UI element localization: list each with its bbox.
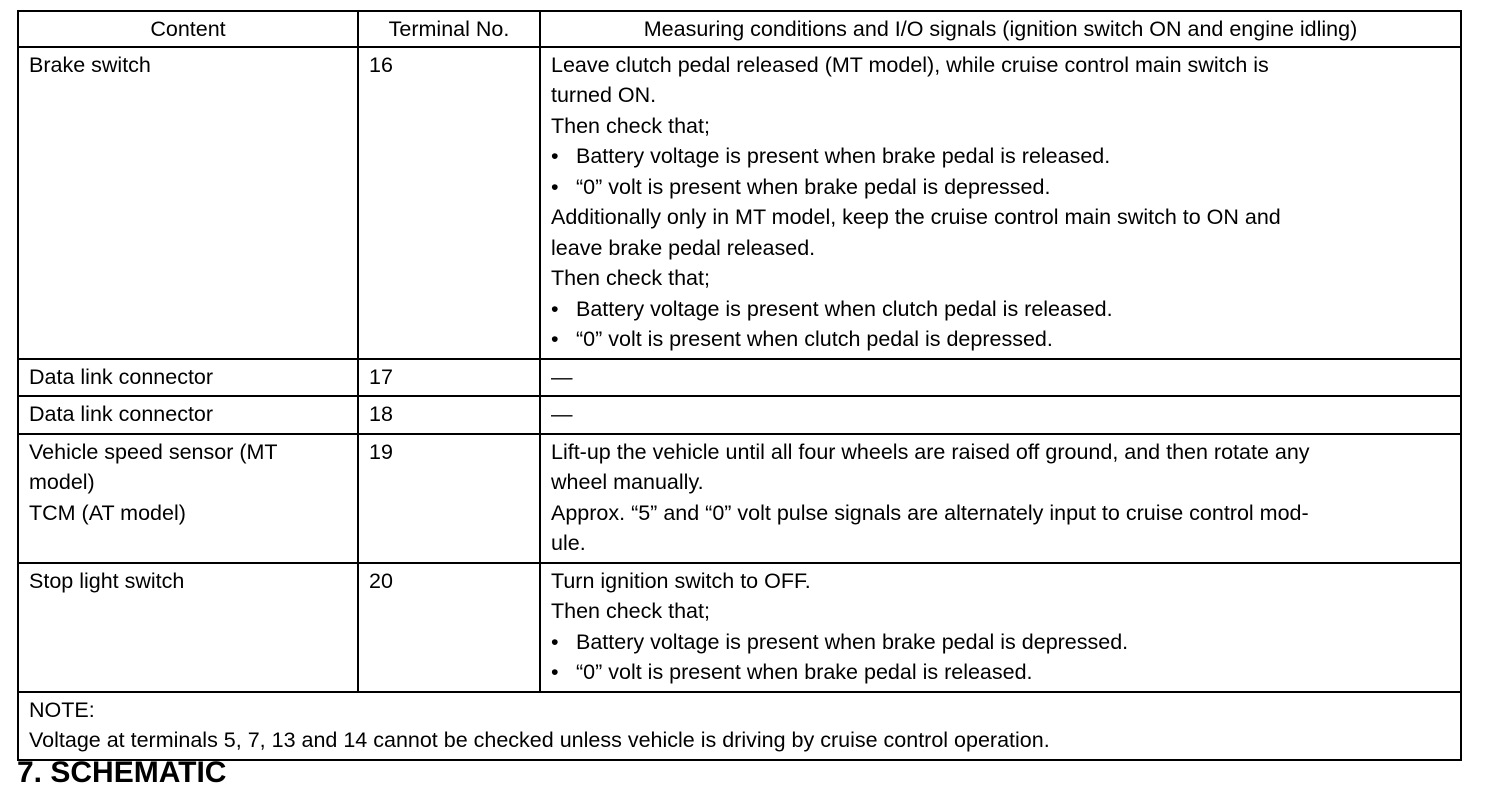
conditions-cell: — bbox=[539, 395, 1462, 435]
condition-text: Turn ignition switch to OFF. bbox=[551, 568, 811, 593]
content-text: Vehicle speed sensor (MT bbox=[29, 439, 278, 464]
terminal-no-cell: 16 bbox=[357, 45, 541, 360]
content-cell: Vehicle speed sensor (MT model) TCM (AT mo… bbox=[17, 432, 359, 564]
content-cell: Brake switch bbox=[17, 45, 359, 360]
conditions-cell: Turn ignition switch to OFF. Then check t… bbox=[539, 561, 1462, 693]
condition-text: Then check that; bbox=[551, 266, 710, 290]
bullet-item: • Battery voltage is present when brake p… bbox=[551, 627, 1450, 658]
bullet-icon: • bbox=[551, 174, 559, 199]
condition-text: Then check that; bbox=[551, 599, 710, 623]
bullet-item: • Battery voltage is present when brake p… bbox=[551, 141, 1450, 172]
bullet-icon: • bbox=[551, 660, 559, 684]
terminal-no-cell: 17 bbox=[357, 357, 541, 397]
bullet-text: Battery voltage is present when brake pe… bbox=[576, 144, 1111, 168]
bullet-item: • Battery voltage is present when clutch … bbox=[551, 294, 1450, 325]
note-row: NOTE: Voltage at terminals 5, 7, 13 and … bbox=[17, 690, 1462, 761]
bullet-text: “0” volt is present when brake pedal is … bbox=[576, 660, 1033, 684]
condition-text: Additionally only in MT model, keep the … bbox=[551, 205, 1281, 229]
bullet-text: Battery voltage is present when clutch p… bbox=[576, 296, 1113, 321]
condition-text: Lift-up the vehicle until all four wheel… bbox=[551, 439, 1310, 464]
condition-text: wheel manually. bbox=[551, 470, 704, 494]
bullet-text: “0” volt is present when brake pedal is … bbox=[576, 174, 1051, 199]
conditions-cell: Lift-up the vehicle until all four wheel… bbox=[539, 432, 1462, 564]
bullet-item: • “0” volt is present when clutch pedal i… bbox=[551, 324, 1450, 355]
content-cell: Stop light switch bbox=[17, 561, 359, 693]
content-text: Stop light switch bbox=[29, 568, 185, 593]
content-text: Data link connector bbox=[29, 402, 214, 426]
condition-text: Leave clutch pedal released (MT model), … bbox=[551, 52, 1269, 77]
condition-text: turned ON. bbox=[551, 83, 657, 107]
condition-text: Approx. “5” and “0” volt pulse signals a… bbox=[551, 500, 1309, 525]
bullet-text: Battery voltage is present when brake pe… bbox=[576, 629, 1129, 654]
header-measuring-conditions: Measuring conditions and I/O signals (ig… bbox=[539, 10, 1462, 48]
content-text: model) bbox=[29, 470, 95, 494]
terminal-no-cell: 19 bbox=[357, 432, 541, 564]
next-section-heading-cutoff: 7. SCHEMATIC bbox=[17, 756, 227, 789]
bullet-icon: • bbox=[551, 144, 559, 168]
header-row: Content Terminal No. Measuring condition… bbox=[17, 10, 1462, 48]
table-row: Data link connector 18— bbox=[17, 395, 1462, 435]
condition-text: leave brake pedal released. bbox=[551, 235, 816, 260]
terminal-no-cell: 20 bbox=[357, 561, 541, 693]
header-content: Content bbox=[17, 10, 359, 48]
note-text: Voltage at terminals 5, 7, 13 and 14 can… bbox=[29, 728, 1050, 752]
table-body: Brake switch 16 Leave clutch pedal release… bbox=[17, 45, 1462, 693]
bullet-icon: • bbox=[551, 296, 559, 321]
table-row: Data link connector 17— bbox=[17, 357, 1462, 397]
bullet-item: • “0” volt is present when brake pedal is… bbox=[551, 657, 1450, 688]
condition-text: Then check that; bbox=[551, 113, 710, 138]
conditions-cell: Leave clutch pedal released (MT model), … bbox=[539, 45, 1462, 360]
table-row: Vehicle speed sensor (MT model) TCM (AT mo… bbox=[17, 432, 1462, 564]
note-cell: NOTE: Voltage at terminals 5, 7, 13 and … bbox=[17, 690, 1462, 761]
content-text: Data link connector bbox=[29, 364, 214, 389]
bullet-item: • “0” volt is present when brake pedal is… bbox=[551, 172, 1450, 203]
content-text: TCM (AT model) bbox=[29, 500, 186, 525]
content-text: Brake switch bbox=[29, 52, 151, 77]
content-cell: Data link connector bbox=[17, 395, 359, 435]
conditions-cell: — bbox=[539, 357, 1462, 397]
header-terminal-no: Terminal No. bbox=[357, 10, 541, 48]
bullet-text: “0” volt is present when clutch pedal is… bbox=[576, 327, 1053, 351]
bullet-icon: • bbox=[551, 327, 559, 351]
condition-text: ule. bbox=[551, 531, 586, 555]
note-label: NOTE: bbox=[29, 697, 95, 722]
terminal-spec-table: Content Terminal No. Measuring condition… bbox=[17, 10, 1462, 761]
terminal-no-cell: 18 bbox=[357, 395, 541, 435]
content-cell: Data link connector bbox=[17, 357, 359, 397]
bullet-icon: • bbox=[551, 629, 559, 654]
table-row: Brake switch 16 Leave clutch pedal release… bbox=[17, 45, 1462, 360]
